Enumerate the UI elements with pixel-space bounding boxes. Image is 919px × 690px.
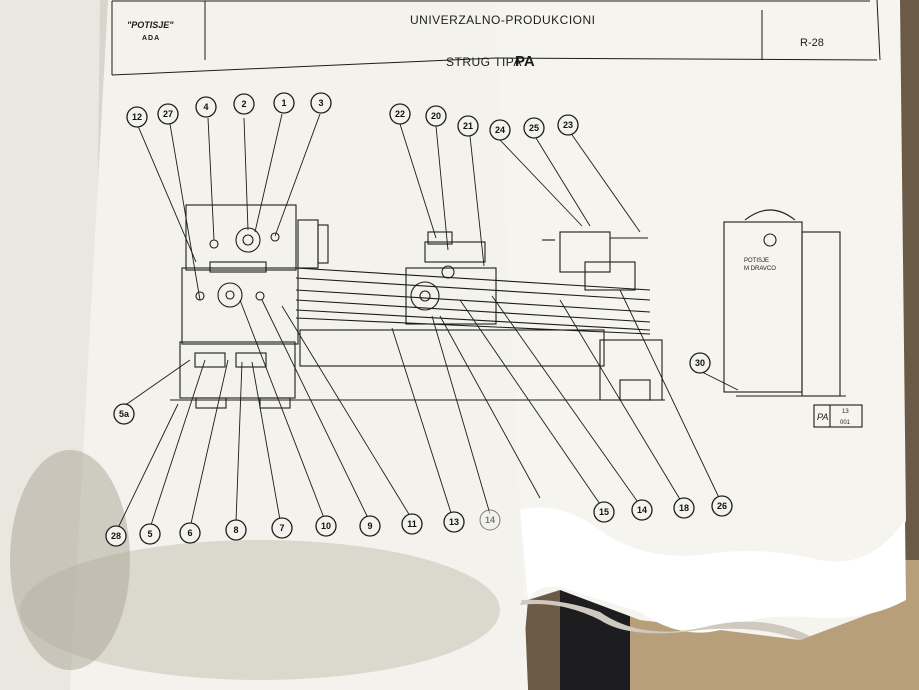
callout-circle: 24: [489, 119, 511, 141]
callouts-bottom: 28 5 6 8 7 10 9 11 13 14 15 14 18 26: [105, 495, 733, 547]
svg-text:25: 25: [529, 123, 539, 133]
stamp-fraction-top: 13: [842, 409, 849, 415]
svg-text:18: 18: [679, 503, 689, 513]
svg-text:14: 14: [637, 505, 647, 515]
lathe-front-view: [170, 204, 665, 409]
svg-text:2: 2: [241, 99, 246, 109]
callout-circle: 10: [315, 515, 337, 537]
svg-text:8: 8: [233, 525, 238, 535]
svg-text:6: 6: [187, 528, 192, 538]
svg-text:5: 5: [147, 529, 152, 539]
title-line-2-prefix: STRUG TIPA: [446, 55, 522, 69]
callout-circle: 18: [673, 497, 695, 519]
svg-text:10: 10: [321, 521, 331, 531]
svg-text:15: 15: [599, 507, 609, 517]
callout-circle: 9: [359, 515, 381, 537]
header-frame: [111, 0, 881, 76]
svg-text:27: 27: [163, 109, 173, 119]
brand-city: ADA: [142, 35, 160, 42]
callout-circle: 5a: [113, 403, 135, 425]
callout-circle: 1: [273, 92, 295, 114]
callout-circle: 30: [689, 352, 711, 374]
side-plate-line-1: POTISJE: [744, 258, 769, 264]
callout-circle: 2: [233, 93, 255, 115]
callout-circle: 6: [179, 522, 201, 544]
callout-circle: 3: [310, 92, 332, 114]
callout-circle: 12: [126, 106, 148, 128]
svg-text:28: 28: [111, 531, 121, 541]
stain-bottom-left: [20, 540, 500, 680]
callout-circle: 26: [711, 495, 733, 517]
leader-lines: [117, 113, 739, 529]
title-line-2-model: PA: [515, 53, 535, 70]
side-plate-line-2: M DRAVCO: [744, 266, 776, 272]
svg-text:26: 26: [717, 501, 727, 511]
callouts-top: 12 27 4 2 1 3 22 20 21 24 25 23: [126, 92, 579, 141]
callout-circle: 11: [401, 513, 423, 535]
stamp-model: PA: [817, 412, 828, 422]
callout-circle: 21: [457, 115, 479, 137]
svg-text:21: 21: [463, 121, 473, 131]
callout-circle: 4: [195, 96, 217, 118]
lathe-side-view: [723, 209, 863, 428]
callout-circle: 13: [443, 511, 465, 533]
svg-text:11: 11: [407, 519, 417, 529]
title-line-1: UNIVERZALNO-PRODUKCIONI: [410, 13, 596, 27]
torn-edge: [520, 507, 906, 633]
svg-text:12: 12: [132, 112, 142, 122]
svg-text:22: 22: [395, 109, 405, 119]
svg-text:30: 30: [695, 358, 705, 368]
callout-circle: 23: [557, 114, 579, 136]
stamp-fraction-bottom: 001: [840, 420, 851, 426]
svg-text:20: 20: [431, 111, 441, 121]
svg-text:3: 3: [318, 98, 323, 108]
callout-circle: 5: [139, 523, 161, 545]
torn-edge-shadow: [520, 599, 810, 640]
svg-text:7: 7: [279, 523, 284, 533]
callout-circle: 27: [157, 103, 179, 125]
svg-text:1: 1: [281, 98, 286, 108]
callout-circle: 7: [271, 517, 293, 539]
svg-text:14: 14: [485, 515, 495, 525]
callout-circle: 8: [225, 519, 247, 541]
callout-circle: 25: [523, 117, 545, 139]
svg-text:13: 13: [449, 517, 459, 527]
stain-left: [10, 450, 130, 670]
callout-circle: 14: [631, 499, 653, 521]
callout-circle: 22: [389, 103, 411, 125]
callout-circle: 15: [593, 501, 615, 523]
svg-text:9: 9: [367, 521, 372, 531]
callout-circle: 14: [479, 509, 501, 531]
callout-circle: 28: [105, 525, 127, 547]
svg-text:5a: 5a: [119, 409, 130, 419]
svg-text:23: 23: [563, 120, 573, 130]
brand-name: "POTISJE": [127, 20, 174, 30]
callout-circle: 20: [425, 105, 447, 127]
callouts-side: 5a 30: [113, 352, 711, 425]
page-code: R-28: [800, 37, 824, 49]
svg-text:24: 24: [495, 125, 505, 135]
svg-text:4: 4: [203, 102, 208, 112]
